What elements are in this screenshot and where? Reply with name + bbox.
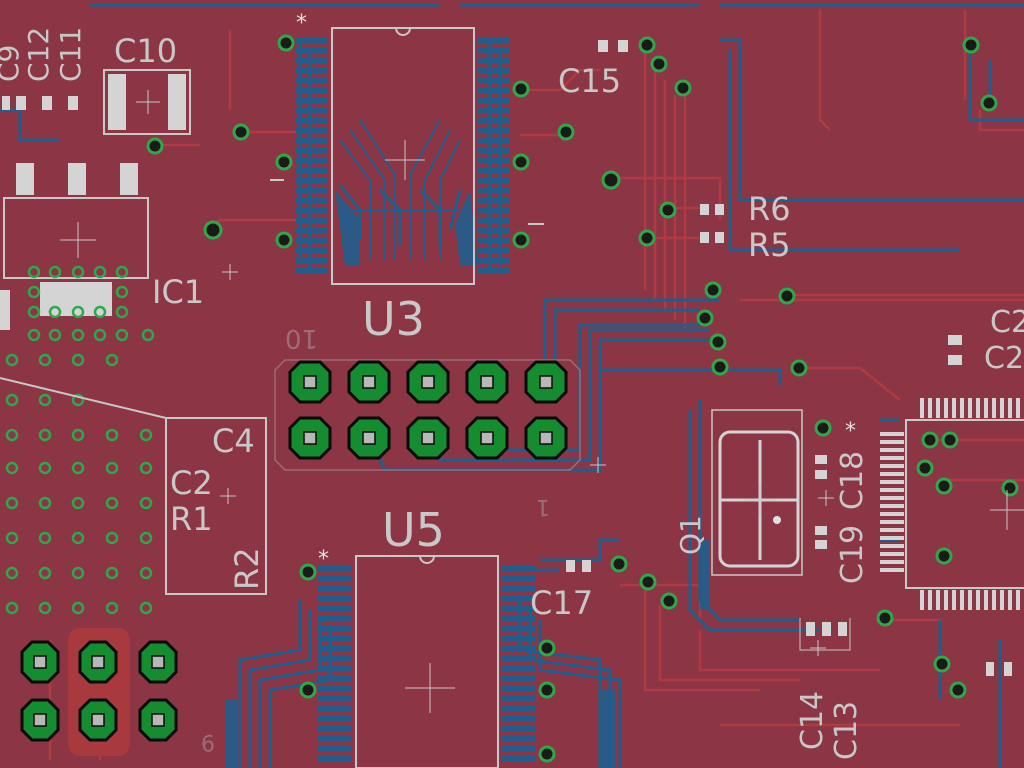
c10-capacitor [103, 69, 191, 135]
u5-pin1-notch [419, 555, 435, 564]
header-holes [303, 375, 553, 445]
pin-header-2x3[interactable]: 9 [20, 628, 215, 756]
c10-label: C10 [114, 32, 177, 70]
u3-fanout [339, 119, 461, 260]
bottom-copper-fills [225, 190, 710, 768]
u3-outline [331, 27, 475, 285]
silkscreen-outlines [0, 179, 544, 595]
c14-label: C14 [795, 691, 830, 750]
u5-left-pins [318, 566, 352, 761]
c2-label: C2 [170, 464, 213, 502]
q1-pin1-dot [773, 516, 781, 524]
c9-label: C9 [0, 45, 25, 82]
header-2x3-holes [33, 655, 165, 727]
pin-header-2x5[interactable]: 10 1 [274, 323, 581, 519]
ic1-outline [3, 197, 149, 279]
r5-label: R5 [748, 226, 791, 264]
u3-right-pins [478, 38, 510, 273]
ic1-regulator[interactable]: IC1 [0, 163, 204, 330]
ic1-label: IC1 [152, 273, 204, 311]
header-pin1-label: 1 [536, 494, 550, 519]
c18-c19-capacitors [815, 455, 827, 549]
c4-label: C4 [212, 422, 255, 460]
u3-center-cross [385, 140, 425, 180]
left-edge-pad [0, 290, 10, 330]
right-qfp-outline [905, 419, 1024, 589]
right-c2-capacitors [948, 335, 962, 365]
c15-capacitor [598, 40, 628, 52]
silkscreen-labels: C9 C12 C11 C10 C15 R6 R5 C4 C2 R1 R2 C17… [0, 27, 1024, 760]
u5-chip[interactable]: * U5 [318, 503, 536, 768]
c17-capacitor [566, 560, 591, 572]
u5-pin1-star: * [318, 547, 329, 572]
c19-label: C19 [835, 525, 870, 584]
q1-outline [711, 409, 803, 576]
u3-left-pins [296, 38, 328, 273]
signal-vias [146, 34, 1019, 763]
u5-label: U5 [382, 503, 445, 557]
ic1-tab-pins [16, 163, 138, 316]
c11-label: C11 [54, 27, 87, 82]
c15-label: C15 [558, 62, 621, 100]
right-bottom-pads [986, 662, 1012, 676]
c11-c12-c9-pads [2, 96, 78, 110]
u5-center-cross [405, 663, 455, 713]
r1-label: R1 [170, 500, 213, 538]
c17-label: C17 [530, 584, 593, 622]
r6-label: R6 [748, 190, 791, 228]
header-2x3-pin9-label: 9 [201, 729, 215, 754]
u3-chip[interactable]: * U3 [296, 11, 510, 346]
right-qfp-pin1-star: * [845, 419, 856, 444]
right-qfp-left-pins [880, 432, 904, 572]
u3-label: U3 [362, 292, 425, 346]
smd-components[interactable] [2, 40, 1012, 676]
origin-crosshairs [220, 264, 834, 656]
via-grid [5, 265, 155, 615]
u5-right-pins [502, 566, 536, 761]
r2-label: R2 [228, 547, 266, 590]
c18-label: C18 [835, 451, 870, 510]
u3-pin1-star: * [296, 11, 307, 36]
header-outline [274, 359, 581, 471]
c2-right-label: C2 [984, 341, 1024, 376]
c13-c14-capacitors [799, 618, 851, 651]
c2-right-top-label: C2 [990, 305, 1024, 340]
ic1-center-cross [60, 222, 96, 258]
q1-label: Q1 [674, 515, 707, 555]
u3-pin1-notch [395, 27, 411, 36]
top-copper-traces [48, 10, 1024, 760]
header-pads [288, 360, 568, 460]
header-pin10-label: 10 [285, 323, 318, 353]
right-qfp-center-cross [990, 490, 1024, 530]
u5-outline [355, 555, 499, 768]
right-qfp-top-pins [920, 398, 1020, 418]
c12-label: C12 [22, 27, 55, 82]
right-qfp-chip[interactable]: * [845, 398, 1024, 610]
right-qfp-bottom-pins [920, 590, 1020, 610]
c13-label: C13 [829, 701, 864, 760]
r6-r5-resistors [700, 204, 724, 243]
